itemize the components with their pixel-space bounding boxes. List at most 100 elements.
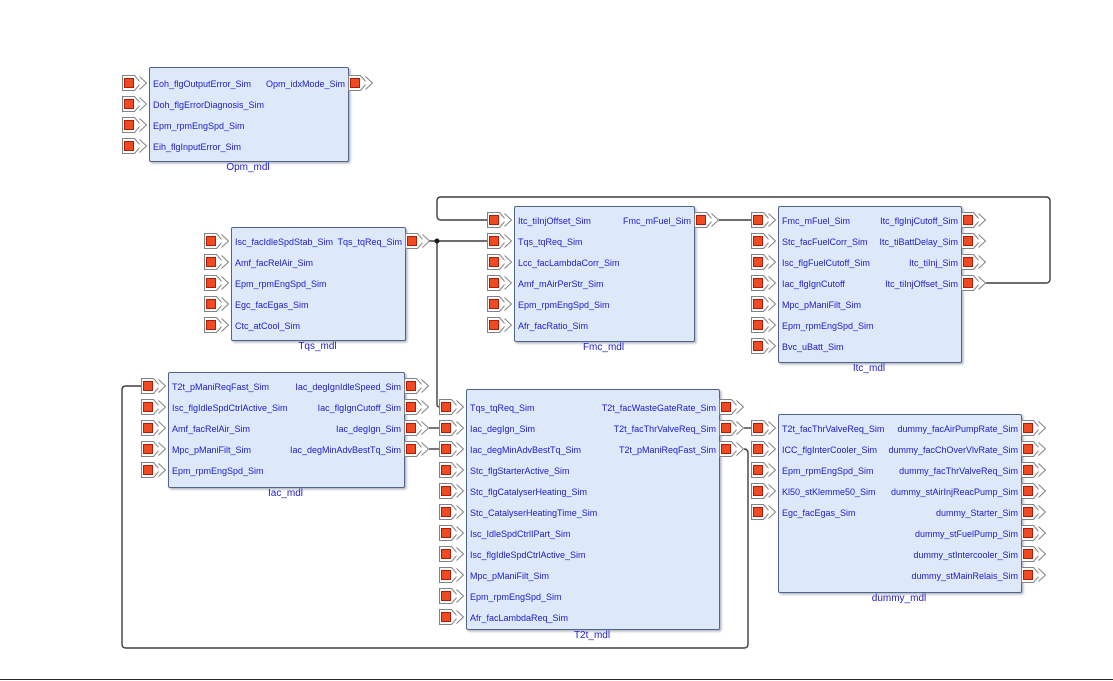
input-port-icon[interactable]	[439, 567, 465, 583]
input-port-icon[interactable]	[439, 483, 465, 499]
input-port-icon[interactable]	[751, 296, 777, 312]
input-port-icon[interactable]	[487, 254, 513, 270]
input-port-icon[interactable]	[751, 254, 777, 270]
input-port-icon[interactable]	[122, 117, 148, 133]
input-port-icon[interactable]	[141, 462, 167, 478]
input-port-icon[interactable]	[751, 275, 777, 291]
input-port-icon[interactable]	[439, 462, 465, 478]
input-port-icon[interactable]	[141, 441, 167, 457]
input-port-label: Amf_facRelAir_Sim	[235, 258, 314, 268]
wire-t2t-pmanireqfast-feedback-to-iac[interactable]	[121, 385, 749, 649]
output-port-icon[interactable]	[1021, 462, 1047, 478]
output-port-label: T2t_facWasteGateRate_Sim	[601, 403, 716, 413]
output-port-icon[interactable]	[405, 233, 431, 249]
input-port-icon[interactable]	[122, 96, 148, 112]
input-port-icon[interactable]	[751, 338, 777, 354]
output-port-icon[interactable]	[961, 254, 987, 270]
input-port-label: Lcc_facLambdaCorr_Sim	[518, 258, 620, 268]
output-port-icon[interactable]	[404, 399, 430, 415]
output-port-icon[interactable]	[1021, 441, 1047, 457]
input-port-icon[interactable]	[751, 441, 777, 457]
input-port-label: Iac_degMinAdvBestTq_Sim	[470, 445, 582, 455]
input-port-icon[interactable]	[751, 504, 777, 520]
output-port-icon[interactable]	[719, 441, 745, 457]
input-port-icon[interactable]	[439, 420, 465, 436]
input-port-icon[interactable]	[751, 212, 777, 228]
input-port-icon[interactable]	[439, 525, 465, 541]
output-port-label: Opm_idxMode_Sim	[265, 79, 345, 89]
output-port-label: Itc_tiBattDelay_Sim	[879, 237, 958, 247]
input-port-label: Tqs_tqReq_Sim	[518, 237, 583, 247]
output-port-label: Iac_degIgn_Sim	[335, 424, 401, 434]
input-port-icon[interactable]	[487, 233, 513, 249]
input-port-icon[interactable]	[751, 462, 777, 478]
output-port-label: dummy_Starter_Sim	[935, 508, 1018, 518]
output-port-icon[interactable]	[961, 212, 987, 228]
input-port-icon[interactable]	[751, 233, 777, 249]
output-port-icon[interactable]	[1021, 420, 1047, 436]
input-port-label: Isc_facIdleSpdStab_Sim	[235, 237, 334, 247]
input-port-label: Mpc_pManiFilt_Sim	[782, 300, 862, 310]
output-port-icon[interactable]	[1021, 567, 1047, 583]
input-port-icon[interactable]	[487, 317, 513, 333]
output-port-label: dummy_stIntercooler_Sim	[913, 550, 1018, 560]
block-caption-dummy_mdl: dummy_mdl	[871, 593, 927, 604]
input-port-label: Stc_flgStarterActive_Sim	[470, 466, 570, 476]
output-port-icon[interactable]	[719, 399, 745, 415]
input-port-label: Tqs_tqReq_Sim	[470, 403, 535, 413]
output-port-icon[interactable]	[348, 75, 374, 91]
input-port-label: Fmc_mFuel_Sim	[782, 216, 851, 226]
output-port-label: T2t_facThrValveReq_Sim	[613, 424, 716, 434]
input-port-label: Isc_flgIdleSpdCtrlActive_Sim	[470, 550, 586, 560]
input-port-icon[interactable]	[204, 254, 230, 270]
input-port-icon[interactable]	[751, 483, 777, 499]
output-port-icon[interactable]	[961, 275, 987, 291]
input-port-label: Epm_rpmEngSpd_Sim	[470, 592, 562, 602]
output-port-icon[interactable]	[1021, 546, 1047, 562]
input-port-icon[interactable]	[751, 420, 777, 436]
input-port-icon[interactable]	[751, 317, 777, 333]
output-port-icon[interactable]	[404, 378, 430, 394]
input-port-icon[interactable]	[122, 138, 148, 154]
input-port-icon[interactable]	[439, 504, 465, 520]
input-port-icon[interactable]	[141, 378, 167, 394]
input-port-label: Mpc_pManiFilt_Sim	[470, 571, 550, 581]
input-port-icon[interactable]	[204, 275, 230, 291]
input-port-icon[interactable]	[204, 233, 230, 249]
output-port-icon[interactable]	[404, 420, 430, 436]
input-port-label: Amf_facRelAir_Sim	[172, 424, 251, 434]
output-port-icon[interactable]	[719, 420, 745, 436]
input-port-icon[interactable]	[439, 609, 465, 625]
output-port-icon[interactable]	[1021, 525, 1047, 541]
output-port-icon[interactable]	[1021, 483, 1047, 499]
input-port-icon[interactable]	[487, 296, 513, 312]
output-port-icon[interactable]	[404, 441, 430, 457]
input-port-icon[interactable]	[439, 441, 465, 457]
input-port-icon[interactable]	[439, 546, 465, 562]
input-port-icon[interactable]	[487, 275, 513, 291]
input-port-icon[interactable]	[204, 296, 230, 312]
input-port-icon[interactable]	[122, 75, 148, 91]
input-port-icon[interactable]	[141, 399, 167, 415]
output-port-icon[interactable]	[961, 233, 987, 249]
output-port-icon[interactable]	[694, 212, 720, 228]
wire-itc-tiinjoffset-feedback-to-fmc[interactable]	[436, 196, 1051, 284]
input-port-icon[interactable]	[141, 420, 167, 436]
input-port-icon[interactable]	[439, 399, 465, 415]
input-port-icon[interactable]	[487, 212, 513, 228]
input-port-icon[interactable]	[204, 317, 230, 333]
wire-tqs-tqreq-to-t2t[interactable]	[436, 241, 441, 408]
input-port-label: Itc_tiInjOffset_Sim	[518, 216, 591, 226]
block-caption-Itc_mdl: Itc_mdl	[852, 363, 886, 374]
input-port-label: Doh_flgErrorDiagnosis_Sim	[153, 100, 265, 110]
output-port-icon[interactable]	[1021, 504, 1047, 520]
input-port-label: T2t_facThrValveReq_Sim	[782, 424, 885, 434]
input-port-icon[interactable]	[439, 588, 465, 604]
